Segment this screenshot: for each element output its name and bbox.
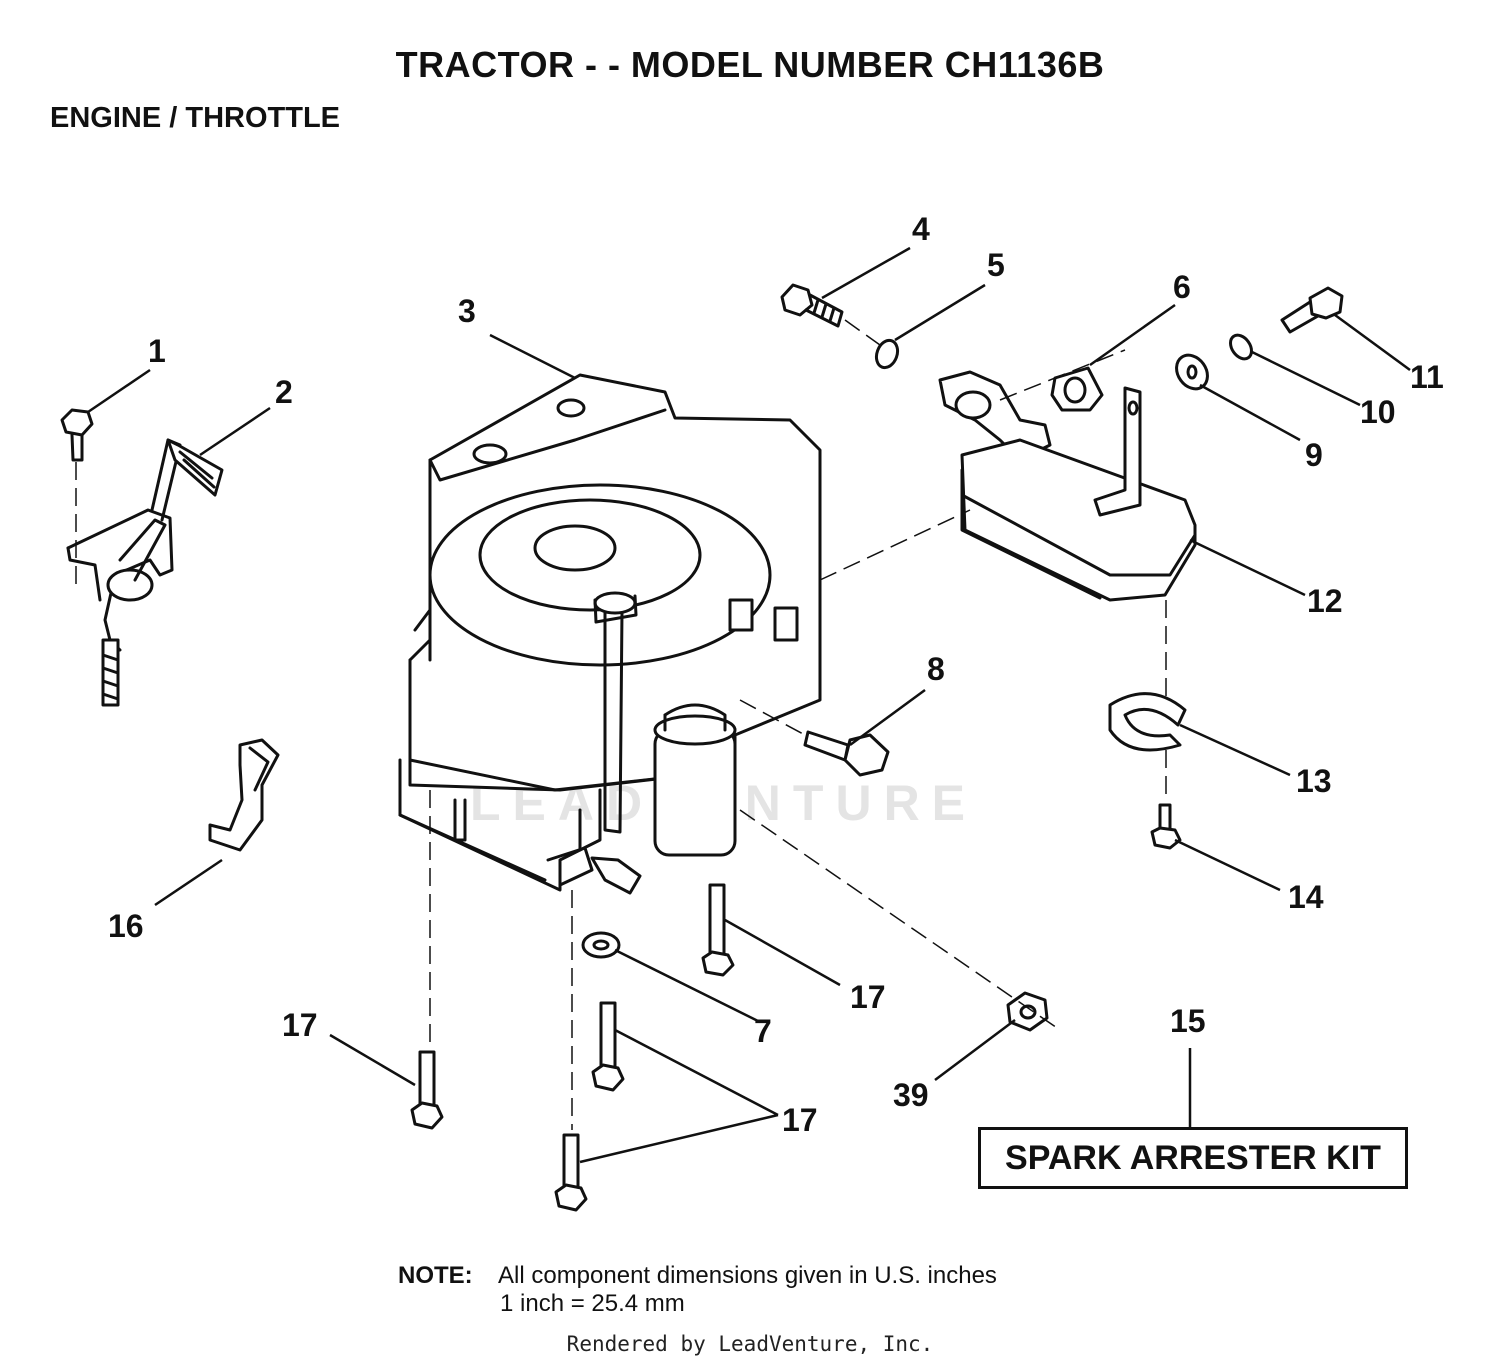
callout-15: 15 (1170, 1003, 1206, 1039)
callout-8: 8 (927, 651, 945, 687)
callout-12: 12 (1307, 583, 1343, 619)
note: NOTE: All component dimensions given in U… (398, 1262, 997, 1317)
washer-9-part (1175, 353, 1209, 391)
footer-credit: Rendered by LeadVenture, Inc. (566, 1332, 934, 1356)
callout-14: 14 (1288, 879, 1324, 915)
bolt-4-part (780, 283, 844, 328)
callout-9: 9 (1305, 437, 1323, 473)
callout-5: 5 (987, 247, 1005, 283)
callout-6: 6 (1173, 269, 1191, 305)
bolt-1-part (60, 408, 94, 462)
section-title: ENGINE / THROTTLE (50, 102, 340, 134)
note-label: NOTE: (398, 1262, 473, 1289)
page-title: TRACTOR - - MODEL NUMBER CH1136B (395, 44, 1105, 85)
callout-17-left: 17 (282, 1007, 318, 1043)
callout-39: 39 (893, 1077, 929, 1113)
bolt-11-part (1280, 286, 1344, 334)
callout-4: 4 (912, 211, 930, 247)
callout-1: 1 (148, 333, 166, 369)
spark-arrester-kit-box: SPARK ARRESTER KIT (978, 1127, 1408, 1189)
callout-2: 2 (275, 374, 293, 410)
throttle-control-part (66, 438, 224, 707)
gasket-6-part (1050, 366, 1104, 412)
bolt-17-left-part (410, 1050, 444, 1130)
bolt-17-upper-part (701, 883, 735, 977)
callout-11: 11 (1410, 359, 1444, 395)
callout-7: 7 (754, 1013, 772, 1049)
bolt-17-center-part (591, 1001, 625, 1092)
callout-17-bottom: 17 (782, 1102, 818, 1138)
note-line-1: All component dimensions given in U.S. i… (498, 1262, 997, 1289)
screw-14-part (1150, 803, 1182, 850)
engine-part (398, 373, 822, 895)
washer-10-part (1229, 333, 1253, 361)
callout-3: 3 (458, 293, 476, 329)
spark-arrester-screen-part (1108, 692, 1187, 752)
callout-16: 16 (108, 908, 144, 944)
bolt-17-bottom-part (554, 1133, 588, 1212)
callout-13: 13 (1296, 763, 1332, 799)
bracket-16-part (208, 738, 280, 852)
note-line-2: 1 inch = 25.4 mm (500, 1290, 685, 1317)
nut-39-part (1006, 991, 1049, 1032)
muffler-part (938, 370, 1197, 602)
callout-17-upper: 17 (850, 979, 886, 1015)
lock-washer-7-part (581, 931, 621, 959)
bolt-8-part (803, 730, 890, 777)
kit-label: SPARK ARRESTER KIT (1005, 1138, 1381, 1177)
washer-5-part (874, 338, 900, 370)
callout-10: 10 (1360, 394, 1396, 430)
